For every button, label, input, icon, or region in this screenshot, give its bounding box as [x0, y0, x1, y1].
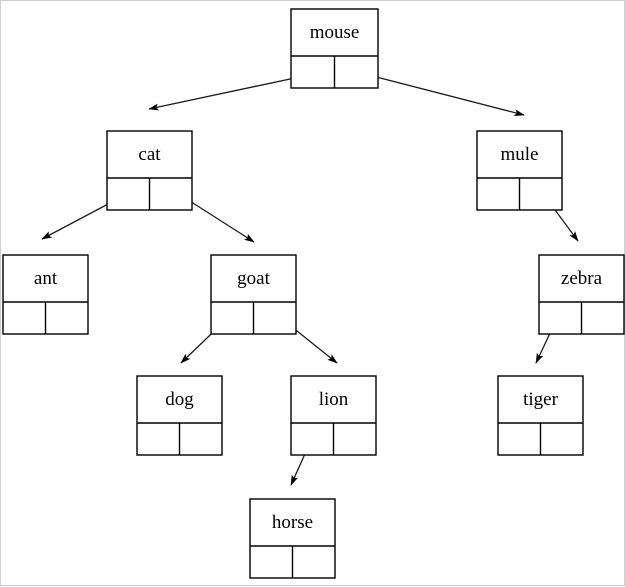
tree-node-ant[interactable]: ant — [2, 254, 89, 335]
node-left-pointer-cell-cat[interactable] — [107, 178, 150, 210]
node-left-pointer-cell-mouse[interactable] — [291, 56, 335, 88]
tree-node-zebra[interactable]: zebra — [538, 254, 625, 335]
tree-node-mule[interactable]: mule — [476, 130, 563, 211]
tree-node-horse[interactable]: horse — [249, 498, 336, 579]
node-box-dog — [136, 375, 223, 456]
node-label-zebra: zebra — [561, 268, 603, 289]
node-left-pointer-cell-ant[interactable] — [3, 302, 46, 334]
node-right-pointer-cell-tiger[interactable] — [541, 423, 584, 455]
node-left-pointer-cell-tiger[interactable] — [498, 423, 541, 455]
node-right-pointer-cell-zebra[interactable] — [582, 302, 625, 334]
tree-node-lion[interactable]: lion — [290, 375, 377, 456]
nodes-layer: mouse cat mule ant goat zebra dog lion tiger hors… — [2, 8, 625, 579]
node-label-cat: cat — [138, 144, 161, 165]
tree-node-goat[interactable]: goat — [210, 254, 297, 335]
node-left-pointer-cell-lion[interactable] — [291, 423, 334, 455]
node-label-dog: dog — [165, 389, 194, 410]
node-left-pointer-cell-mule[interactable] — [477, 178, 520, 210]
tree-node-tiger[interactable]: tiger — [497, 375, 584, 456]
node-label-goat: goat — [237, 268, 270, 289]
node-right-pointer-cell-horse[interactable] — [293, 546, 336, 578]
node-label-horse: horse — [272, 512, 313, 533]
node-left-pointer-cell-zebra[interactable] — [539, 302, 582, 334]
node-left-pointer-cell-dog[interactable] — [137, 423, 180, 455]
tree-node-mouse[interactable]: mouse — [290, 8, 379, 89]
node-right-pointer-cell-mule[interactable] — [520, 178, 563, 210]
tree-node-dog[interactable]: dog — [136, 375, 223, 456]
node-left-pointer-cell-goat[interactable] — [211, 302, 254, 334]
node-label-tiger: tiger — [523, 389, 558, 410]
node-right-pointer-cell-goat[interactable] — [254, 302, 297, 334]
node-label-ant: ant — [34, 268, 58, 289]
tree-node-cat[interactable]: cat — [106, 130, 193, 211]
node-label-lion: lion — [319, 389, 349, 410]
node-right-pointer-cell-mouse[interactable] — [335, 56, 379, 88]
node-label-mouse: mouse — [310, 22, 360, 43]
node-label-mule: mule — [501, 144, 539, 165]
node-right-pointer-cell-ant[interactable] — [46, 302, 89, 334]
node-right-pointer-cell-lion[interactable] — [334, 423, 377, 455]
node-left-pointer-cell-horse[interactable] — [250, 546, 293, 578]
node-right-pointer-cell-dog[interactable] — [180, 423, 223, 455]
node-right-pointer-cell-cat[interactable] — [150, 178, 193, 210]
